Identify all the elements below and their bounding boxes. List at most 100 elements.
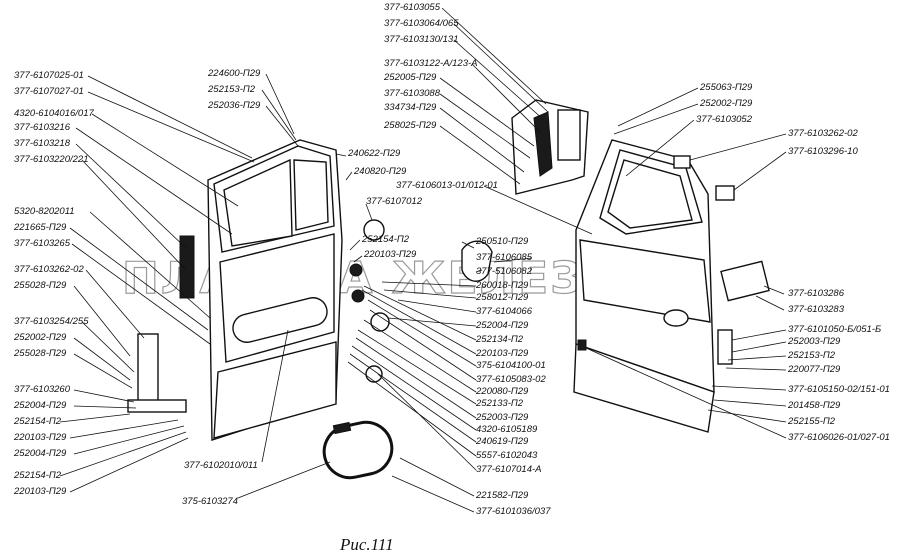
label-l02: 377-6107027-01 [14,86,84,97]
label-l06: 377-6103220/221 [14,154,89,165]
leader-r08 [731,329,787,341]
leader-c10 [461,241,475,249]
outer-handle [461,240,493,282]
label-c08: 258025-П29 [383,120,437,131]
label-c13: 260018-П29 [475,280,529,291]
leader-c17 [363,285,477,341]
label-m08: 220103-П29 [363,249,417,260]
mirror-bracket-upper [673,155,691,169]
label-r06: 377-6103286 [788,288,845,299]
leader-m04 [335,153,347,157]
label-c05: 252005-П29 [383,72,437,83]
leader-c06 [439,93,531,159]
leader-r03 [625,119,695,177]
leader-l08 [69,227,209,331]
leader-r12 [711,385,787,391]
leader-l10 [85,269,145,339]
label-c26: 5557-6102043 [476,450,538,461]
label-c04: 377-6103122-А/123-А [384,58,478,69]
leader-c03 [453,39,545,121]
label-l03: 4320-6104016/017 [14,108,94,119]
label-c16: 252004-П29 [475,320,529,331]
regulator-channel [533,111,553,177]
label-l08: 221665-П29 [13,222,67,233]
figure-caption: Рис.111 [339,535,394,554]
label-r15: 377-6106026-01/027-01 [788,432,890,443]
leader-c18 [361,289,477,355]
leader-c02 [453,23,549,113]
leader-c13 [381,281,477,287]
leader-c01 [441,7,547,105]
leader-m03 [265,105,299,147]
seal-clip [332,421,352,435]
label-m03: 252036-П29 [207,100,261,111]
label-l20: 252154-П2 [13,470,62,481]
leader-c19 [367,299,477,367]
label-r03: 377-6103052 [696,114,753,125]
label-c27: 377-6107014-А [476,464,542,475]
leader-l19 [73,425,185,455]
label-l17: 252154-П2 [13,416,62,427]
label-r14: 252155-П2 [787,416,836,427]
label-r01: 255063-П29 [699,82,753,93]
leader-c29 [391,475,475,513]
label-c15: 377-6104066 [476,306,533,317]
label-c28: 221582-П29 [475,490,529,501]
label-m09: 377-6102010/011 [184,460,258,471]
label-m04: 240622-П29 [347,148,401,159]
leader-l11 [73,285,131,357]
leader-r06 [763,285,785,295]
leader-r13 [713,399,787,407]
leader-l15 [73,389,135,403]
label-l19: 252004-П29 [13,448,67,459]
leader-c14 [383,289,477,299]
leader-c24 [351,345,477,431]
leader-c16 [387,317,477,327]
leader-r02 [613,103,699,135]
label-r12: 377-6105150-02/151-01 [788,384,890,395]
regulator-guide [557,109,581,161]
right-door-handle [663,309,689,327]
label-c12: 377-5106082 [476,266,533,277]
label-c22: 252133-П2 [475,398,524,409]
label-c17: 252134-П2 [475,334,524,345]
door-check-plate [127,399,187,413]
leader-r11 [725,367,787,371]
leader-c21 [363,319,477,393]
right-door-inner-trim [579,239,711,323]
leader-c25 [349,353,477,443]
label-c14: 258012-П29 [475,292,529,303]
label-m07: 252154-П2 [361,234,410,245]
leader-l16 [73,405,137,409]
label-c01: 377-6103055 [384,2,441,13]
left-door-armrest-recess [232,297,328,343]
label-c29: 377-6101036/037 [476,506,551,517]
door-seal-loop [322,420,394,480]
left-door-assembly [179,139,343,441]
leader-c12 [475,269,483,273]
label-c06: 377-6103088 [384,88,441,99]
lock-button [365,365,383,383]
label-c21: 220080-П29 [475,386,529,397]
leader-l03 [91,113,239,207]
mirror-bracket-lower [715,185,735,201]
label-c23: 252003-П29 [475,412,529,423]
label-l13: 252002-П29 [13,332,67,343]
lock-knob [351,289,365,303]
left-door-hinge-strip [179,235,195,299]
label-m10: 375-6103274 [182,496,238,507]
leader-r07 [755,295,785,311]
leader-l05 [75,143,187,249]
leader-m07 [349,239,361,251]
leader-c28 [399,457,475,497]
leader-c08 [439,125,521,185]
leader-r14 [707,409,787,423]
leader-r10 [727,355,787,361]
leader-c22 [357,329,477,405]
label-l05: 377-6103218 [14,138,71,149]
label-c24: 4320-6105189 [476,424,538,435]
label-l07: 5320-8202011 [14,206,75,217]
label-c19: 375-6104100-01 [476,360,546,371]
label-r02: 252002-П29 [699,98,753,109]
leader-l18 [69,419,179,439]
